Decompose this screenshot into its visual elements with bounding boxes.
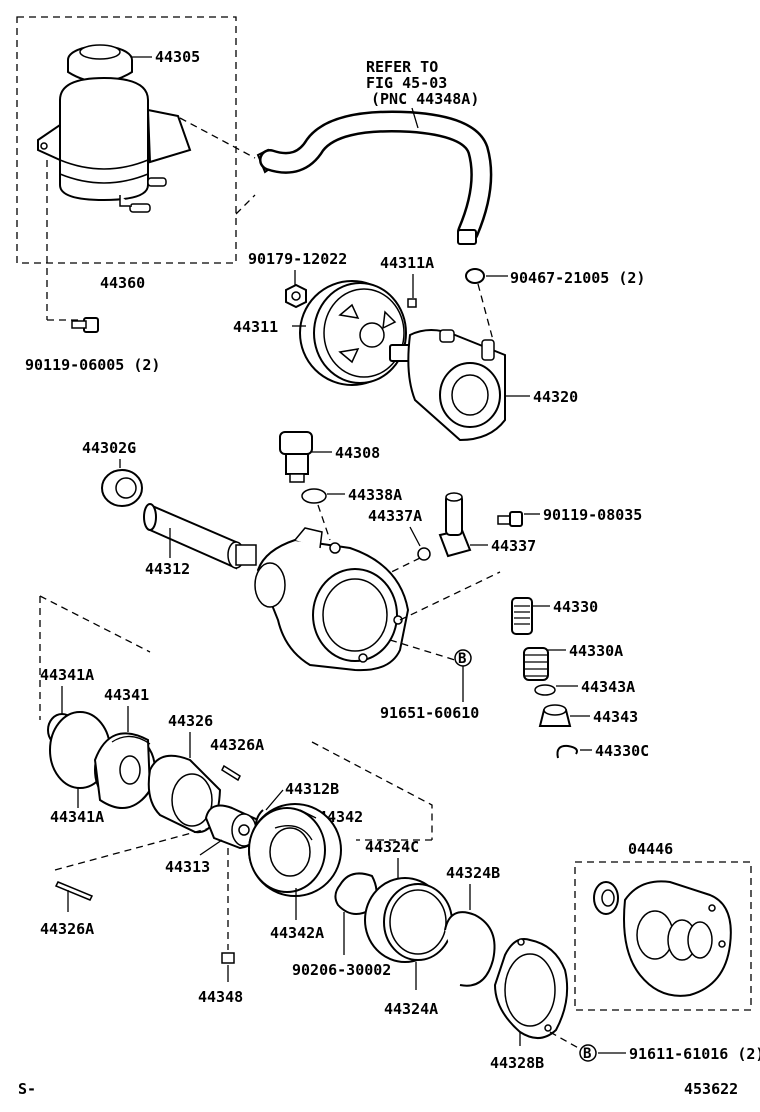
vane-pump-assembly[interactable] bbox=[389, 329, 506, 442]
label-44330C: 44330C bbox=[595, 742, 649, 760]
refer-note-line3: (PNC 44348A) bbox=[371, 90, 479, 108]
label-44326: 44326 bbox=[168, 712, 213, 730]
o-ring-44337A[interactable] bbox=[417, 547, 431, 561]
marker-b-91611: B bbox=[579, 1044, 597, 1062]
pressure-plate-44342[interactable] bbox=[248, 803, 342, 897]
label-44343A: 44343A bbox=[581, 678, 635, 696]
label-44360: 44360 bbox=[100, 274, 145, 292]
label-44324B: 44324B bbox=[446, 864, 500, 882]
return-hose[interactable] bbox=[256, 110, 493, 245]
reservoir-group-box bbox=[16, 16, 237, 264]
snap-ring-44330C[interactable] bbox=[556, 744, 578, 759]
pulley[interactable] bbox=[299, 280, 407, 386]
label-44326A-top: 44326A bbox=[210, 736, 264, 754]
marker-b-91651: B bbox=[454, 649, 472, 667]
refer-note-line1: REFER TO bbox=[366, 58, 438, 76]
svg-text:B: B bbox=[583, 1046, 591, 1062]
label-44326A-bot: 44326A bbox=[40, 920, 94, 938]
label-44313: 44313 bbox=[165, 858, 210, 876]
o-ring-44343A[interactable] bbox=[534, 684, 556, 696]
label-90179-12022: 90179-12022 bbox=[248, 250, 347, 268]
label-90119-08035: 90119-08035 bbox=[543, 506, 642, 524]
label-44348: 44348 bbox=[198, 988, 243, 1006]
label-44330: 44330 bbox=[553, 598, 598, 616]
plug-44343[interactable] bbox=[538, 704, 572, 727]
label-44312: 44312 bbox=[145, 560, 190, 578]
label-44338A: 44338A bbox=[348, 486, 402, 504]
label-44311: 44311 bbox=[233, 318, 278, 336]
side-plate-44341[interactable] bbox=[49, 711, 156, 809]
pump-housing[interactable] bbox=[254, 527, 410, 672]
snap-ring-44324B[interactable] bbox=[444, 911, 496, 987]
label-44337: 44337 bbox=[491, 537, 536, 555]
flow-control-valve-44330[interactable] bbox=[511, 597, 533, 635]
label-44341A-top: 44341A bbox=[40, 666, 94, 684]
svg-text:B: B bbox=[458, 651, 466, 667]
label-90467-21005: 90467-21005 (2) bbox=[510, 269, 645, 287]
label-91651-60610: 91651-60610 bbox=[380, 704, 479, 722]
label-44324A: 44324A bbox=[384, 1000, 438, 1018]
key-44311A[interactable] bbox=[407, 298, 417, 308]
label-90119-06005: 90119-06005 (2) bbox=[25, 356, 160, 374]
pin-44348[interactable] bbox=[221, 952, 235, 964]
label-44312B: 44312B bbox=[285, 780, 339, 798]
flow-control-valve-44308[interactable] bbox=[279, 431, 313, 483]
refer-note-line2: FIG 45-03 bbox=[366, 74, 447, 92]
bolt-90119-06005[interactable] bbox=[71, 317, 99, 333]
label-44308: 44308 bbox=[335, 444, 380, 462]
label-44330A: 44330A bbox=[569, 642, 623, 660]
label-44341: 44341 bbox=[104, 686, 149, 704]
label-44342A: 44342A bbox=[270, 924, 324, 942]
reservoir-tank[interactable] bbox=[37, 76, 192, 213]
gasket-44328B[interactable] bbox=[493, 938, 569, 1039]
kit-box-04446 bbox=[574, 861, 752, 1011]
bolt-90119-08035[interactable] bbox=[497, 511, 523, 527]
nut-90179-12022[interactable] bbox=[285, 283, 307, 309]
diagram-number: 453622 bbox=[684, 1080, 738, 1098]
rear-cap-44324A[interactable] bbox=[364, 877, 453, 963]
repair-kit-04446[interactable] bbox=[593, 880, 732, 997]
label-44302G: 44302G bbox=[82, 439, 136, 457]
union-fitting-44337[interactable] bbox=[438, 492, 472, 558]
pin-44326A-bot[interactable] bbox=[54, 881, 94, 901]
label-44320: 44320 bbox=[533, 388, 578, 406]
label-91611-61016: 91611-61016 (2) bbox=[629, 1045, 760, 1063]
label-44311A: 44311A bbox=[380, 254, 434, 272]
reservoir-cap[interactable] bbox=[67, 44, 133, 83]
spring-44330A[interactable] bbox=[523, 647, 549, 681]
label-44305: 44305 bbox=[155, 48, 200, 66]
label-44337A: 44337A bbox=[368, 507, 422, 525]
label-44343: 44343 bbox=[593, 708, 638, 726]
o-ring-44338A[interactable] bbox=[301, 488, 327, 504]
cam-ring-44326[interactable] bbox=[147, 754, 222, 834]
label-90206-30002: 90206-30002 bbox=[292, 961, 391, 979]
oil-seal-44302G[interactable] bbox=[101, 469, 143, 507]
label-44328B: 44328B bbox=[490, 1054, 544, 1072]
footer-left-code: S- bbox=[18, 1080, 36, 1098]
hose-clamp[interactable] bbox=[465, 268, 485, 284]
pin-44326A-top[interactable] bbox=[221, 764, 241, 782]
label-44324C: 44324C bbox=[365, 838, 419, 856]
shaft-44312[interactable] bbox=[143, 503, 257, 570]
label-04446: 04446 bbox=[628, 840, 673, 858]
label-44341A-bot: 44341A bbox=[50, 808, 104, 826]
